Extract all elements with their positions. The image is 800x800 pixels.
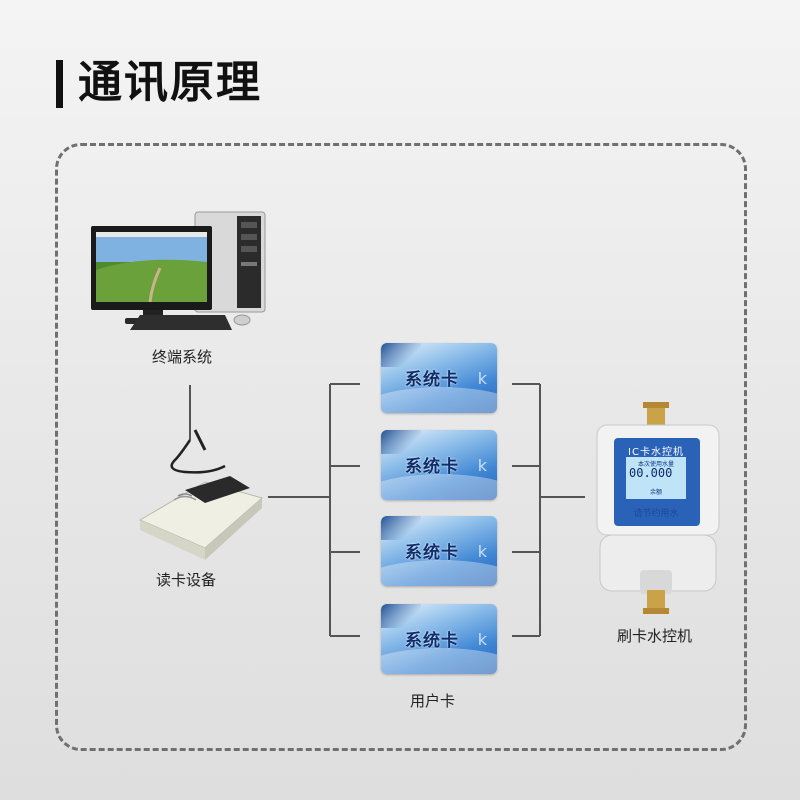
- system-card: 系统卡 k: [381, 343, 497, 413]
- system-card: 系统卡 k: [381, 430, 497, 500]
- diagram-frame: [55, 143, 747, 751]
- system-card-text: 系统卡: [405, 457, 459, 477]
- water-controller-icon: [596, 402, 720, 614]
- system-card-text: 系统卡: [405, 631, 459, 651]
- device-slogan: 请节约用水: [633, 509, 679, 519]
- device-reading: 00.000: [629, 466, 673, 480]
- system-card: 系统卡 k: [381, 516, 497, 586]
- user-card-label: 用户卡: [410, 692, 456, 710]
- card-mark: k: [477, 369, 487, 388]
- system-card-text: 系统卡: [405, 370, 459, 390]
- device-title: IC卡水控机: [628, 447, 684, 458]
- computer-icon: [91, 211, 266, 330]
- card-mark: k: [477, 542, 487, 561]
- device-screen-line: 本次使用水量: [637, 461, 674, 468]
- card-reader-label: 读卡设备: [156, 571, 217, 589]
- title-accent-bar: [56, 60, 63, 108]
- device-screen: 本次使用水量 00.000 余额: [626, 457, 686, 497]
- system-card-text: 系统卡: [405, 543, 459, 563]
- terminal-system-label: 终端系统: [152, 348, 213, 366]
- connection-lines: [189, 383, 585, 637]
- card-mark: k: [477, 456, 487, 475]
- controller-label: 刷卡水控机: [617, 627, 693, 645]
- system-card: 系统卡 k: [381, 604, 497, 674]
- page-title: 通讯原理: [78, 57, 262, 108]
- device-screen-footer: 余额: [649, 489, 662, 496]
- card-reader-icon: [138, 429, 264, 560]
- card-mark: k: [477, 630, 487, 649]
